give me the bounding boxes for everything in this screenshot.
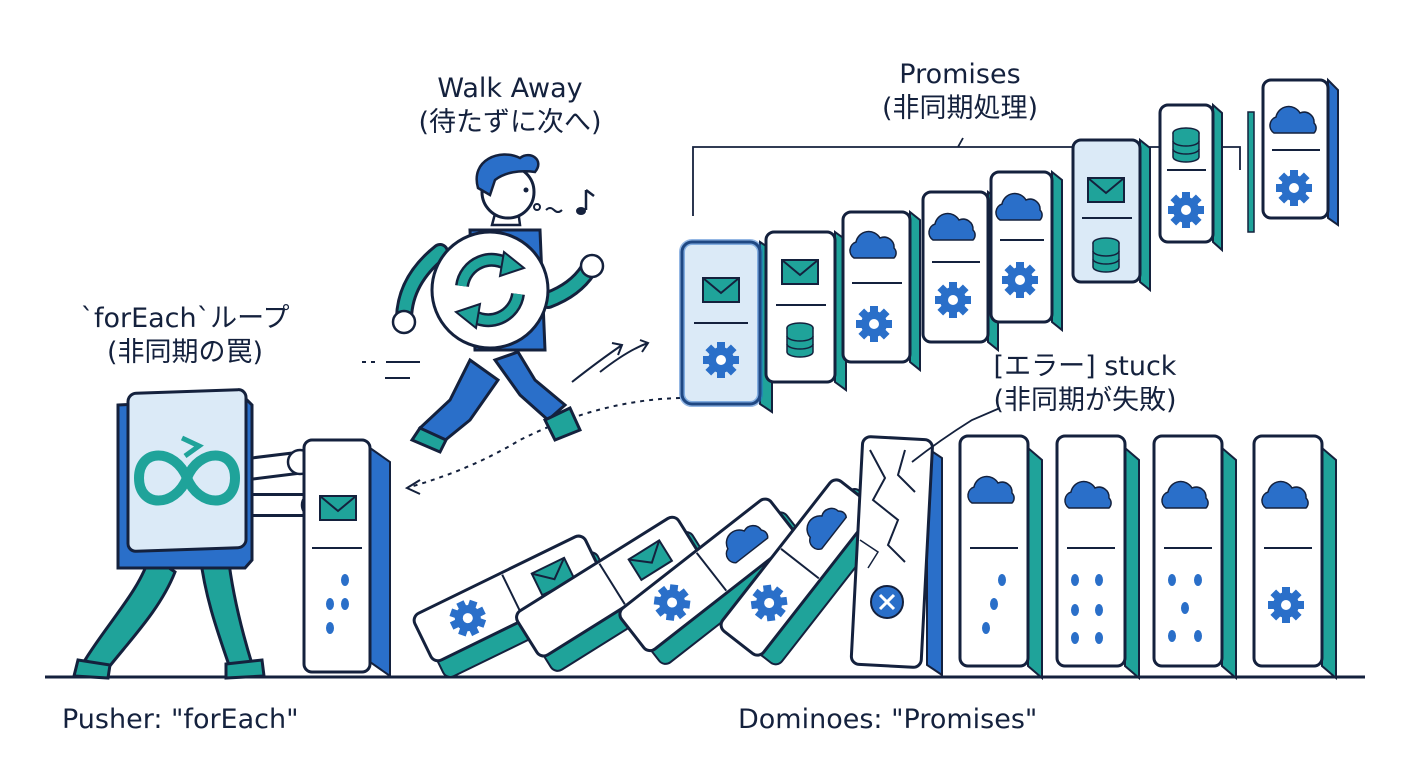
standing-domino-2 <box>1055 434 1140 681</box>
promise-domino-4 <box>921 189 999 353</box>
foreach-title: `forEach`ループ <box>80 303 290 334</box>
walk-away-title: Walk Away <box>437 73 583 104</box>
foreach-label: `forEach`ループ (非同期の罠) <box>50 302 320 370</box>
pusher-caption: Pusher: "forEach" <box>62 704 299 735</box>
fallen-domino-3 <box>618 497 812 665</box>
error-label: [エラー] stuck (非同期が失敗) <box>965 350 1205 418</box>
standing-domino-4 <box>1252 434 1337 681</box>
music-note-icon <box>576 189 595 215</box>
foreach-pusher <box>72 388 328 680</box>
promises-subtitle: (非同期処理) <box>881 93 1039 124</box>
standing-domino-3 <box>1152 434 1237 681</box>
cross-icon <box>870 585 904 619</box>
promise-domino-2 <box>764 230 847 392</box>
error-title: [エラー] stuck <box>993 351 1177 382</box>
walking-person <box>391 153 605 454</box>
promises-label: Promises (非同期処理) <box>845 58 1075 126</box>
promise-domino-5 <box>989 169 1063 333</box>
motion-lines <box>362 339 650 383</box>
sync-icon <box>430 230 550 350</box>
return-arrow <box>409 397 681 488</box>
infinity-icon <box>133 435 241 506</box>
error-subtitle: (非同期が失敗) <box>993 385 1177 416</box>
stuck-domino <box>849 435 943 677</box>
standing-domino-1 <box>958 434 1043 681</box>
walk-away-label: Walk Away (待たずに次へ) <box>400 72 620 140</box>
foreach-subtitle: (非同期の罠) <box>106 337 264 368</box>
fallen-domino-4 <box>719 478 892 666</box>
promise-domino-3 <box>841 209 921 373</box>
error-pointer <box>911 407 1001 463</box>
dominoes-caption: Dominoes: "Promises" <box>738 704 1038 735</box>
promise-domino-1 <box>679 239 773 414</box>
promise-domino-7 <box>1158 102 1223 253</box>
promise-domino-8 <box>1247 77 1339 233</box>
promise-domino-6 <box>1071 137 1151 293</box>
promises-title: Promises <box>899 59 1021 90</box>
walk-away-subtitle: (待たずに次へ) <box>418 107 602 138</box>
pushed-domino <box>302 438 391 678</box>
